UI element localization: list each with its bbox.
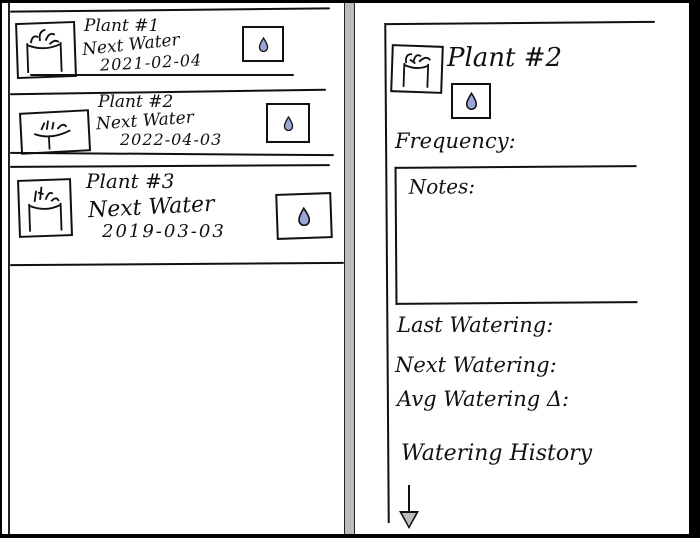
detail-border (384, 22, 390, 524)
water-drop-icon (298, 206, 311, 226)
plant-name: Plant #3 (86, 169, 175, 193)
plant-pot-icon (402, 53, 431, 88)
plant-list-panel: Plant #1 Next Water 2021-02-04 Plant #2 … (2, 3, 345, 534)
last-watering-label: Last Watering: (397, 313, 554, 337)
detail-thumbnail (390, 44, 444, 94)
next-water-date: 2019-03-03 (102, 221, 226, 242)
plant-detail-panel: Plant #2 Frequency: Notes: Last Watering… (355, 3, 692, 534)
frequency-field[interactable] (495, 133, 555, 159)
watering-history-label[interactable]: Watering History (401, 441, 593, 466)
scroll-arrow-shaft (408, 485, 410, 515)
plant-pot-icon (26, 28, 63, 73)
plant-card-2[interactable]: Plant #2 Next Water 2022-04-03 (2, 91, 344, 159)
notes-textarea[interactable]: Notes: (394, 165, 638, 305)
plant-card-1[interactable]: Plant #1 Next Water 2021-02-04 (2, 3, 344, 80)
scroll-down-arrow-fill (402, 513, 416, 526)
frequency-label: Frequency: (395, 129, 516, 153)
avg-watering-label: Avg Watering Δ: (397, 387, 570, 411)
water-drop-icon (258, 36, 268, 52)
detail-top-line (384, 20, 656, 26)
detail-title: Plant #2 (447, 43, 563, 73)
water-button[interactable] (266, 103, 310, 143)
plant-thumbnail (15, 20, 77, 80)
notes-label: Notes: (408, 174, 476, 199)
plant-name: Plant #2 (98, 92, 174, 112)
next-water-date: 2022-04-03 (120, 130, 223, 149)
plant-thumbnail (17, 178, 73, 238)
next-water-label: Next Water (87, 191, 216, 224)
card-divider (30, 74, 294, 76)
water-button[interactable] (242, 26, 284, 62)
plant-card-3[interactable]: Plant #3 Next Water 2019-03-03 (2, 165, 344, 263)
plant-pot-icon (33, 120, 71, 150)
list-border (8, 3, 10, 534)
plant-pot-icon (28, 186, 63, 232)
plant-name: Plant #1 (84, 16, 160, 36)
water-button[interactable] (451, 83, 491, 119)
next-watering-label: Next Watering: (395, 353, 557, 377)
water-button[interactable] (275, 192, 333, 240)
panel-splitter[interactable] (344, 3, 355, 534)
next-water-date: 2021-02-04 (99, 50, 203, 75)
plant-thumbnail (18, 109, 92, 155)
water-drop-icon (465, 92, 477, 110)
water-drop-icon (283, 115, 293, 131)
panel-edge (689, 3, 692, 534)
